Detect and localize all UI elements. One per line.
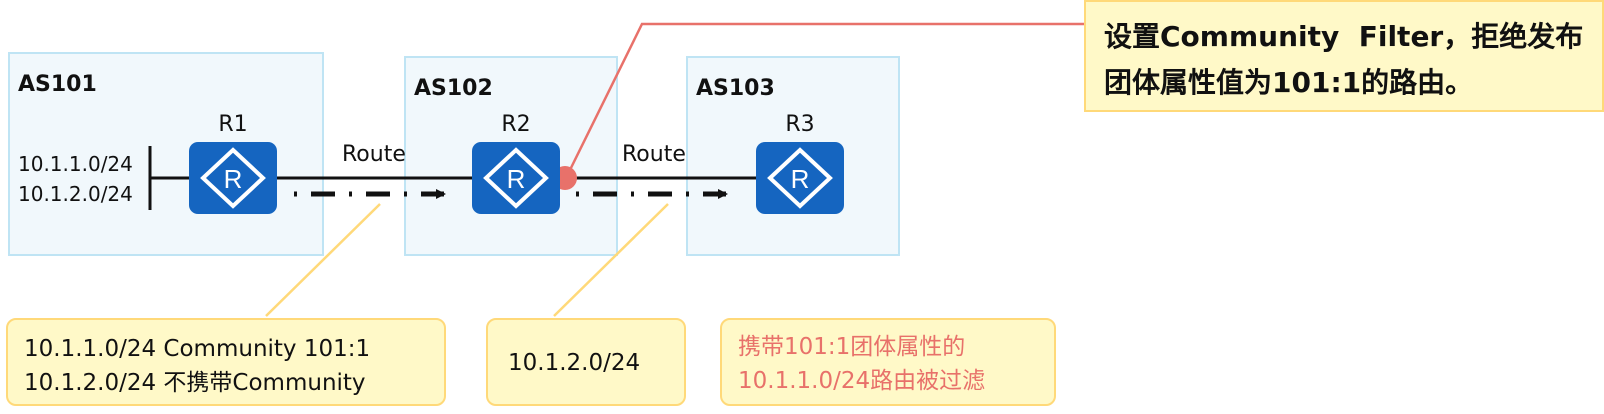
router-icon: R (483, 147, 549, 209)
router-icon: R (200, 147, 266, 209)
note-left-pointer (265, 203, 381, 317)
callout-line (564, 22, 1086, 179)
note-middle-line-1: 10.1.2.0/24 (508, 350, 641, 376)
note-left-line-1: 10.1.1.0/24 Community 101:1 (24, 336, 371, 362)
router-r3[interactable]: R (756, 142, 844, 214)
router-r1-glyph: R (224, 164, 243, 194)
note-right: 携带101:1团体属性的 10.1.1.0/24路由被过滤 (720, 318, 1056, 406)
note-middle-pointer (553, 203, 669, 317)
router-r1[interactable]: R (189, 142, 277, 214)
callout-line-2: 团体属性值为101:1的路由。 (1104, 66, 1474, 99)
note-left: 10.1.1.0/24 Community 101:1 10.1.2.0/24 … (6, 318, 446, 406)
callout-line-1: 设置Community Filter，拒绝发布 (1104, 20, 1584, 53)
note-right-line-2: 10.1.1.0/24路由被过滤 (738, 368, 986, 394)
r1-label: R1 (218, 112, 248, 137)
router-r2-glyph: R (507, 164, 526, 194)
note-right-line-1: 携带101:1团体属性的 (738, 334, 966, 360)
r3-label: R3 (785, 112, 815, 137)
route-label-2: Route (622, 142, 686, 167)
as102-label: AS102 (414, 76, 493, 101)
as101-label: AS101 (18, 72, 97, 97)
network-2: 10.1.2.0/24 (18, 182, 133, 206)
filter-callout: 设置Community Filter，拒绝发布 团体属性值为101:1的路由。 (1084, 0, 1604, 112)
r2-label: R2 (501, 112, 531, 137)
router-icon: R (767, 147, 833, 209)
router-r2[interactable]: R (472, 142, 560, 214)
network-1: 10.1.1.0/24 (18, 152, 133, 176)
as103-label: AS103 (696, 76, 775, 101)
router-r3-glyph: R (791, 164, 810, 194)
note-middle: 10.1.2.0/24 (486, 318, 686, 406)
note-left-line-2: 10.1.2.0/24 不携带Community (24, 370, 366, 396)
route-label-1: Route (342, 142, 406, 167)
